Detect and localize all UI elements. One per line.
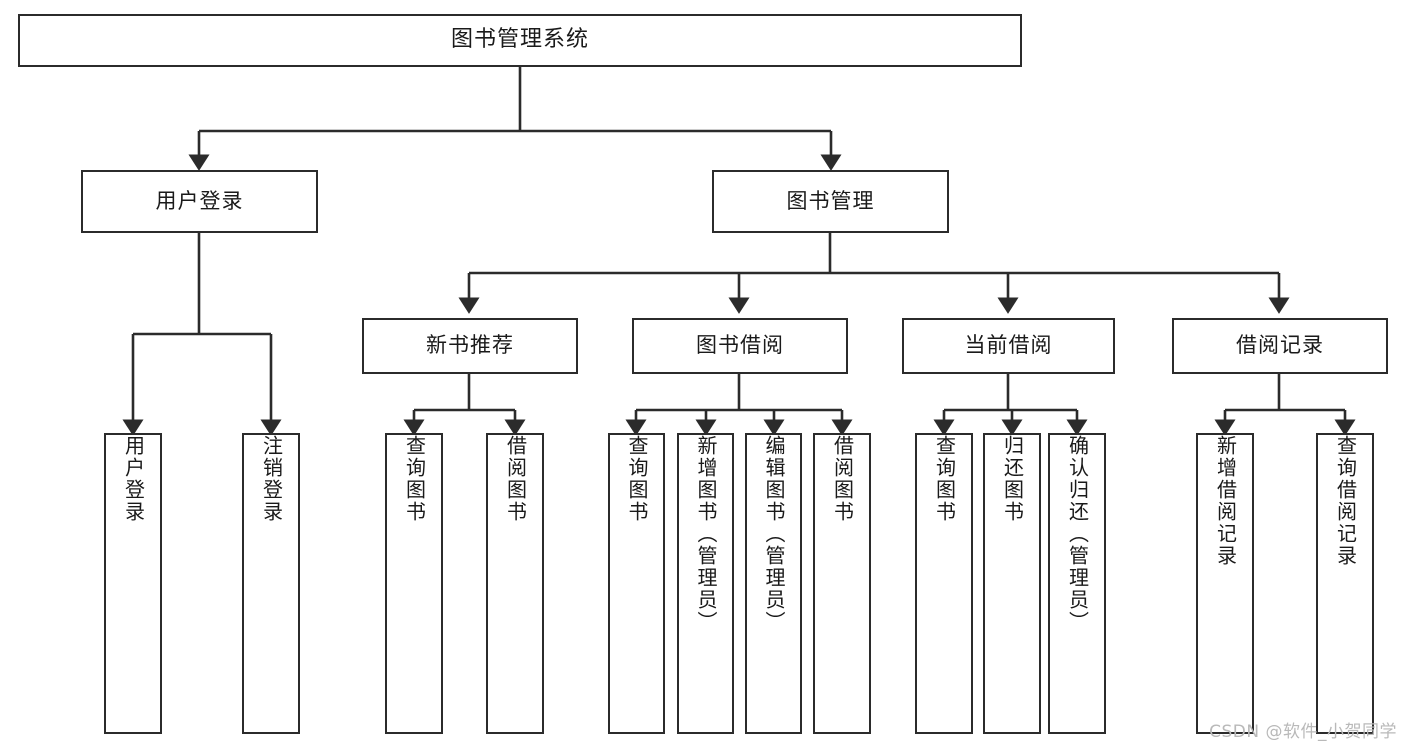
watermark-csdn: CSDN @软件_小贺同学 — [1209, 722, 1397, 742]
node-label: 新书推荐 — [426, 333, 514, 358]
leaf-add-book-admin[interactable]: 新增图书（管理员） — [677, 433, 734, 734]
leaf-return-book[interactable]: 归还图书 — [983, 433, 1041, 734]
leaf-query-book-newbook[interactable]: 查询图书 — [385, 433, 443, 734]
leaf-label: 确认归还（管理员） — [1065, 435, 1090, 633]
leaf-label: 编辑图书（管理员） — [762, 435, 786, 633]
node-book-borrow[interactable]: 图书借阅 — [632, 318, 848, 374]
leaf-user-login[interactable]: 用户登录 — [104, 433, 162, 734]
leaf-query-borrow-record[interactable]: 查询借阅记录 — [1316, 433, 1374, 734]
node-label: 借阅记录 — [1236, 333, 1324, 358]
leaf-confirm-return-admin[interactable]: 确认归还（管理员） — [1048, 433, 1106, 734]
leaf-label: 查询图书 — [402, 435, 427, 523]
node-new-book-recommend[interactable]: 新书推荐 — [362, 318, 578, 374]
leaf-label: 查询图书 — [932, 435, 957, 523]
leaf-label: 新增图书（管理员） — [694, 435, 718, 633]
leaf-label: 借阅图书 — [503, 435, 528, 523]
leaf-label: 归还图书 — [1000, 435, 1025, 523]
node-label: 图书管理系统 — [450, 27, 589, 53]
node-root-system[interactable]: 图书管理系统 — [18, 14, 1022, 67]
leaf-query-book-borrow[interactable]: 查询图书 — [608, 433, 665, 734]
node-book-management[interactable]: 图书管理 — [712, 170, 949, 233]
node-label: 当前借阅 — [964, 333, 1053, 358]
leaf-label: 新增借阅记录 — [1213, 435, 1238, 567]
leaf-label: 注销登录 — [259, 435, 284, 523]
node-label: 用户登录 — [155, 188, 244, 213]
node-label: 图书管理 — [786, 188, 875, 213]
leaf-add-borrow-record[interactable]: 新增借阅记录 — [1196, 433, 1254, 734]
leaf-borrow-book[interactable]: 借阅图书 — [813, 433, 871, 734]
leaf-borrow-book-newbook[interactable]: 借阅图书 — [486, 433, 544, 734]
node-borrow-record[interactable]: 借阅记录 — [1172, 318, 1388, 374]
leaf-label: 借阅图书 — [830, 435, 855, 523]
node-label: 图书借阅 — [696, 333, 784, 358]
node-current-borrow[interactable]: 当前借阅 — [902, 318, 1115, 374]
leaf-label: 查询借阅记录 — [1333, 435, 1358, 567]
leaf-query-book-current[interactable]: 查询图书 — [915, 433, 973, 734]
leaf-edit-book-admin[interactable]: 编辑图书（管理员） — [745, 433, 802, 734]
leaf-label: 查询图书 — [625, 435, 649, 523]
leaf-label: 用户登录 — [121, 435, 146, 523]
node-user-login[interactable]: 用户登录 — [81, 170, 318, 233]
leaf-logout[interactable]: 注销登录 — [242, 433, 300, 734]
